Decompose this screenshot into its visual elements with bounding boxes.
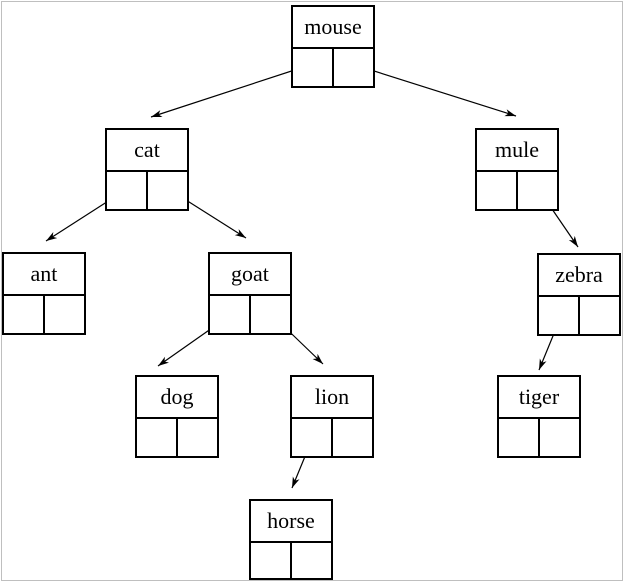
right-pointer-cell (334, 49, 373, 86)
node-pointer-row (4, 296, 84, 333)
tree-node-dog: dog (135, 375, 219, 458)
right-pointer-cell (148, 172, 187, 209)
node-pointer-row (477, 172, 557, 209)
node-label: lion (292, 377, 372, 419)
tree-node-cat: cat (105, 128, 189, 211)
left-pointer-cell (539, 297, 580, 334)
left-pointer-cell (293, 49, 334, 86)
right-pointer-cell (292, 543, 331, 578)
left-pointer-cell (107, 172, 148, 209)
node-pointer-row (137, 419, 217, 456)
left-pointer-cell (477, 172, 518, 209)
node-label: dog (137, 377, 217, 419)
edge-arrow-mouse-cat (150, 63, 314, 118)
left-pointer-cell (210, 296, 251, 333)
node-pointer-row (292, 419, 372, 456)
node-label: zebra (539, 255, 619, 297)
node-label: tiger (499, 377, 579, 419)
left-pointer-cell (4, 296, 45, 333)
node-label: horse (251, 501, 331, 543)
node-label: mule (477, 130, 557, 172)
tree-node-tiger: tiger (497, 375, 581, 458)
tree-node-goat: goat (208, 252, 292, 335)
left-pointer-cell (499, 419, 540, 456)
left-pointer-cell (137, 419, 178, 456)
node-pointer-row (107, 172, 187, 209)
right-pointer-cell (580, 297, 619, 334)
node-label: mouse (293, 7, 373, 49)
right-pointer-cell (251, 296, 290, 333)
tree-node-mouse: mouse (291, 5, 375, 88)
tree-node-horse: horse (249, 499, 333, 580)
node-pointer-row (293, 49, 373, 86)
tree-node-ant: ant (2, 252, 86, 335)
right-pointer-cell (518, 172, 557, 209)
edge-arrow-mouse-mule (351, 63, 517, 117)
right-pointer-cell (333, 419, 372, 456)
node-label: ant (4, 254, 84, 296)
tree-node-lion: lion (290, 375, 374, 458)
right-pointer-cell (540, 419, 579, 456)
node-label: cat (107, 130, 187, 172)
node-label: goat (210, 254, 290, 296)
node-pointer-row (210, 296, 290, 333)
tree-node-zebra: zebra (537, 253, 621, 336)
right-pointer-cell (45, 296, 84, 333)
tree-node-mule: mule (475, 128, 559, 211)
left-pointer-cell (292, 419, 333, 456)
node-pointer-row (499, 419, 579, 456)
left-pointer-cell (251, 543, 292, 578)
right-pointer-cell (178, 419, 217, 456)
node-pointer-row (251, 543, 331, 578)
node-pointer-row (539, 297, 619, 334)
